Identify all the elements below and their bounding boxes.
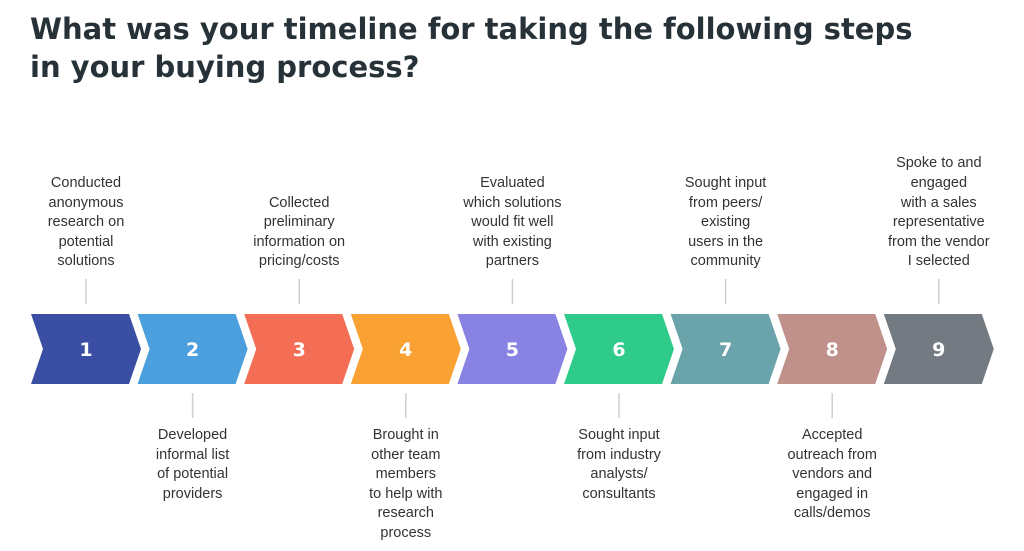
step-chevron-1 — [31, 314, 141, 384]
step-chevron-5 — [457, 314, 568, 384]
step-number-3: 3 — [293, 339, 306, 361]
step-chevron-8 — [777, 314, 888, 384]
step-label-2: Developed informal list of potential pro… — [155, 427, 230, 502]
step-number-6: 6 — [612, 339, 625, 361]
step-label-5: Evaluated which solutions would fit well… — [463, 175, 562, 270]
step-number-9: 9 — [932, 339, 945, 361]
step-chevron-6 — [564, 314, 674, 384]
step-chevron-9 — [883, 314, 994, 384]
step-number-7: 7 — [719, 339, 732, 361]
page-title: What was your timeline for taking the fo… — [30, 12, 913, 84]
step-label-8: Accepted outreach from vendors and engag… — [787, 427, 877, 522]
step-label-4: Brought in other team members to help wi… — [369, 427, 443, 541]
step-number-8: 8 — [826, 339, 839, 361]
step-number-1: 1 — [79, 339, 92, 361]
step-chevron-7 — [670, 314, 781, 384]
step-label-6: Sought input from industry analysts/ con… — [577, 427, 661, 502]
step-number-2: 2 — [186, 339, 199, 361]
step-label-9: Spoke to and engaged with a sales repres… — [888, 155, 990, 270]
step-chevron-3 — [244, 314, 355, 384]
step-label-7: Sought input from peers/ existing users … — [684, 175, 767, 270]
step-number-5: 5 — [506, 339, 519, 361]
step-number-4: 4 — [399, 339, 412, 361]
step-label-1: Conducted anonymous research on potentia… — [47, 175, 125, 270]
step-chevron-2 — [137, 314, 248, 384]
step-chevron-4 — [350, 314, 461, 384]
step-label-3: Collected preliminary information on pri… — [253, 194, 346, 270]
